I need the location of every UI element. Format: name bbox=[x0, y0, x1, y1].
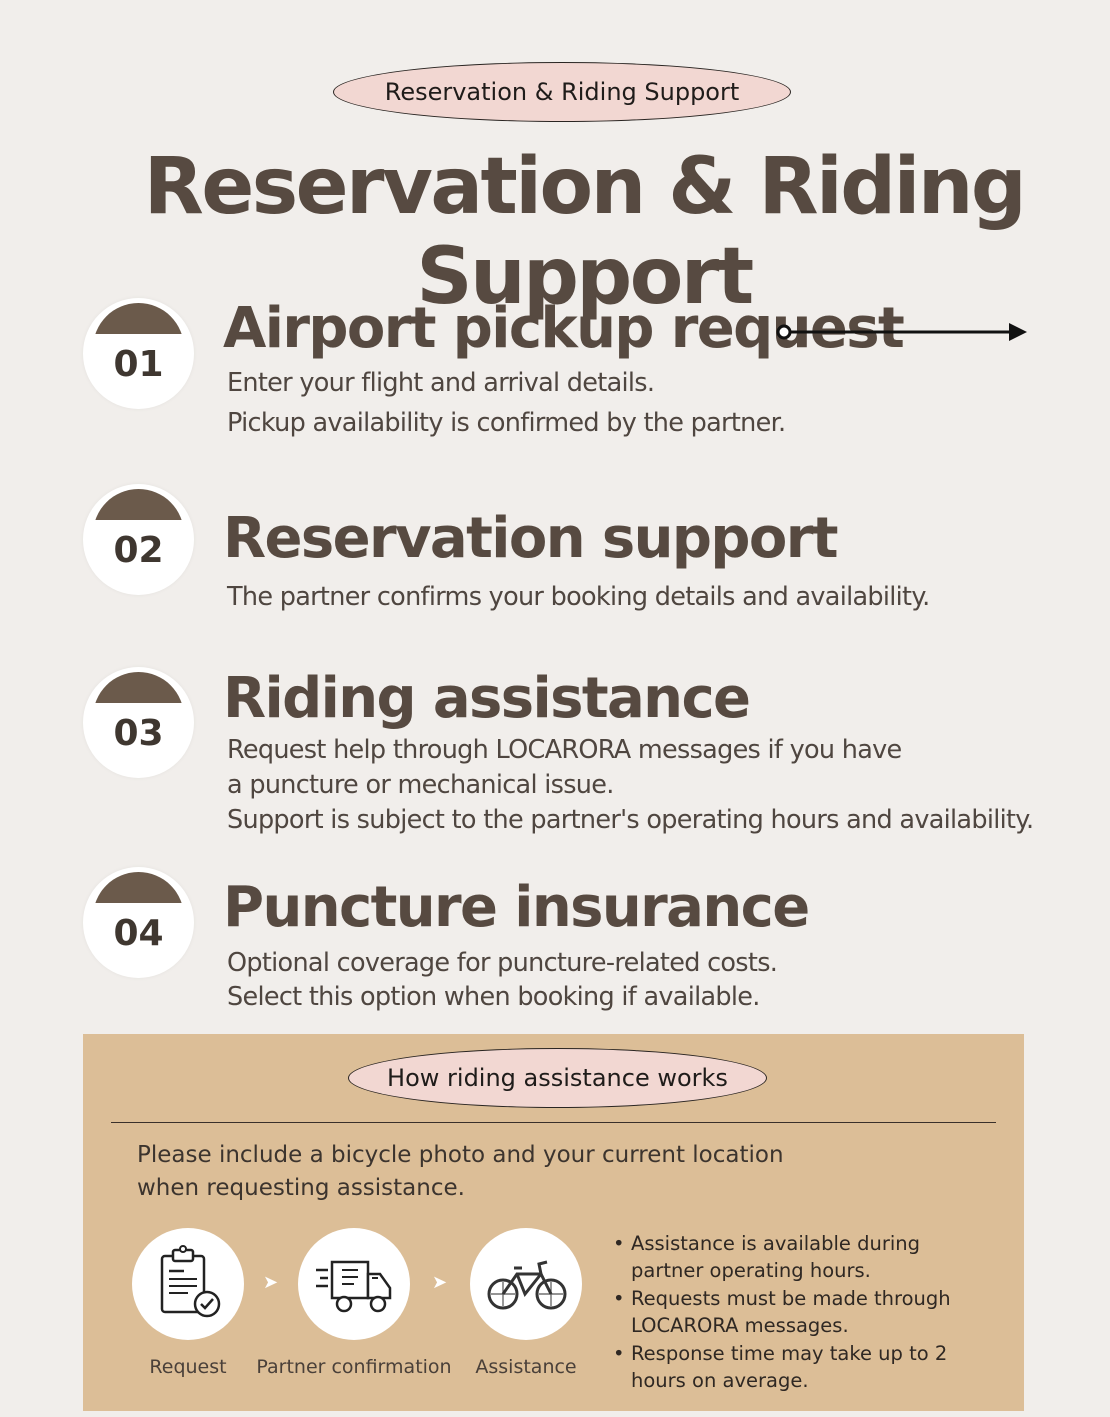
step-title: Reservation support bbox=[223, 506, 839, 571]
step-description: Pickup availability is confirmed by the … bbox=[227, 408, 786, 438]
step-title: Riding assistance bbox=[223, 666, 751, 731]
panel-title: How riding assistance works bbox=[387, 1064, 728, 1092]
step-description: Select this option when booking if avail… bbox=[227, 982, 760, 1012]
panel-title-badge: How riding assistance works bbox=[348, 1048, 767, 1108]
step-number-badge: 01 bbox=[83, 298, 194, 409]
step-number: 01 bbox=[113, 344, 164, 385]
step-description: Optional coverage for puncture-related c… bbox=[227, 948, 778, 978]
divider bbox=[111, 1122, 996, 1123]
request-step-icon-circle bbox=[132, 1228, 244, 1340]
step-number-badge: 03 bbox=[83, 667, 194, 778]
page-title: Reservation & Riding Support bbox=[143, 142, 1027, 322]
assistance-notes-list: Assistance is available during partner o… bbox=[611, 1230, 971, 1395]
arrow-right-icon: ➤ bbox=[263, 1272, 279, 1293]
panel-note: Please include a bicycle photo and your … bbox=[137, 1142, 784, 1168]
partner-confirmation-step-icon-circle bbox=[298, 1228, 410, 1340]
list-item: Assistance is available during partner o… bbox=[611, 1230, 971, 1284]
assistance-panel: How riding assistance works Please inclu… bbox=[83, 1034, 1024, 1411]
step-title: Puncture insurance bbox=[223, 875, 810, 940]
step-number: 03 bbox=[113, 713, 164, 754]
assistance-step-icon-circle bbox=[470, 1228, 582, 1340]
flow-label-request: Request bbox=[149, 1356, 227, 1378]
step-number: 04 bbox=[113, 913, 164, 954]
step-number: 02 bbox=[113, 530, 164, 571]
step-description: The partner confirms your booking detail… bbox=[227, 582, 930, 612]
clipboard-check-icon bbox=[160, 1245, 221, 1318]
step-title: Airport pickup request bbox=[223, 296, 905, 361]
list-item: Requests must be made through LOCARORA m… bbox=[611, 1285, 971, 1339]
flow-label-partner-confirmation: Partner confirmation bbox=[256, 1356, 452, 1378]
step-number-badge: 02 bbox=[83, 484, 194, 595]
flow-label-assistance: Assistance bbox=[475, 1356, 577, 1378]
step-description: a puncture or mechanical issue. bbox=[227, 770, 614, 800]
step-description: Request help through LOCARORA messages i… bbox=[227, 735, 902, 765]
header-badge-label: Reservation & Riding Support bbox=[384, 78, 740, 106]
bicycle-icon bbox=[487, 1260, 567, 1310]
step-description: Enter your flight and arrival details. bbox=[227, 368, 655, 398]
delivery-truck-icon bbox=[316, 1260, 392, 1313]
step-description: Support is subject to the partner's oper… bbox=[227, 805, 1034, 835]
panel-note: when requesting assistance. bbox=[137, 1175, 465, 1201]
arrow-right-icon: ➤ bbox=[432, 1272, 448, 1293]
step-number-badge: 04 bbox=[83, 867, 194, 978]
arrow-right-icon bbox=[776, 323, 1027, 341]
header-badge: Reservation & Riding Support bbox=[333, 62, 791, 122]
list-item: Response time may take up to 2 hours on … bbox=[611, 1340, 971, 1394]
